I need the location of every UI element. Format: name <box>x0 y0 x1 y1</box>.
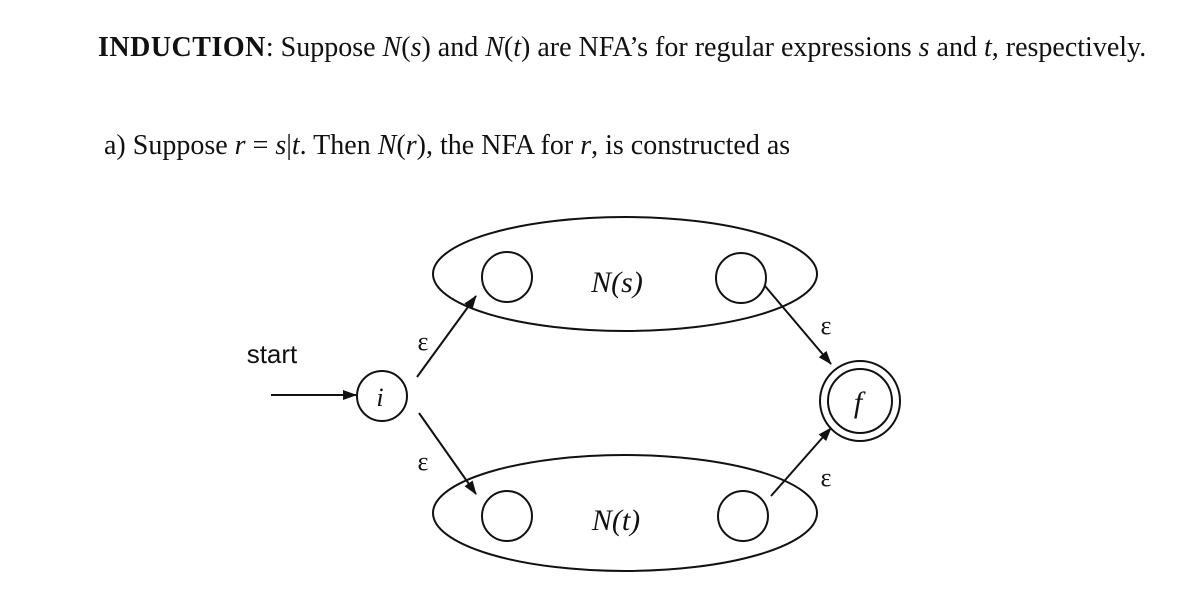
item-a-text-5: t <box>291 130 300 161</box>
final-state-outer <box>819 360 901 442</box>
induction-text-12: , respectively. <box>991 32 1147 63</box>
item-a-text-11: r <box>580 130 592 161</box>
induction-label: INDUCTION <box>98 32 266 63</box>
nfa-s-label: N(s) <box>590 266 643 299</box>
epsilon-edge-i-to-ns <box>416 295 477 378</box>
induction-text-7: t <box>513 32 522 63</box>
induction-text-5: N <box>485 32 504 63</box>
final-state-label: f <box>854 386 866 419</box>
nfa-t-start-state <box>481 490 533 542</box>
item-a-text-10: ), the NFA for <box>416 130 581 161</box>
initial-state-label: i <box>376 383 383 412</box>
induction-text-9: s <box>918 32 930 63</box>
induction-text-8: ) are NFA’s for regular expressions <box>521 32 919 63</box>
nfa-t-ellipse <box>432 454 818 572</box>
epsilon-label-i-ns: ε <box>418 327 429 356</box>
item-a-text-1: r <box>234 130 246 161</box>
item-a-text-2: = <box>245 130 276 161</box>
nfa-s-accept-state <box>715 252 767 304</box>
start-label: start <box>247 339 298 369</box>
induction-text-2: ( <box>401 32 411 63</box>
induction-text-6: ( <box>503 32 514 63</box>
induction-text-0: : Suppose <box>265 32 383 63</box>
item-a-marker: a) <box>104 130 126 161</box>
initial-state <box>356 370 408 422</box>
item-a-text-8: ( <box>396 130 406 161</box>
induction-text-4: ) and <box>421 32 486 63</box>
item-a-text-3: s <box>275 130 287 161</box>
item-a-text-7: N <box>377 130 397 161</box>
induction-text-11: t <box>983 32 992 63</box>
item-a-text-0: Suppose <box>125 130 235 161</box>
epsilon-label-ns-f: ε <box>821 311 832 340</box>
nfa-s-ellipse <box>432 216 818 332</box>
epsilon-edge-i-to-nt <box>418 412 477 495</box>
induction-paragraph: INDUCTION: Suppose N(s) and N(t) are NFA… <box>98 26 1178 69</box>
nfa-t-accept-state <box>717 490 769 542</box>
item-a-text-9: r <box>405 130 417 161</box>
item-a: a) Suppose r = s|t. Then N(r), the NFA f… <box>104 124 790 167</box>
epsilon-edge-ns-to-f <box>764 285 832 365</box>
induction-text-10: and <box>929 32 984 63</box>
epsilon-edge-nt-to-f <box>770 427 832 497</box>
nfa-t-label: N(t) <box>591 504 640 537</box>
final-state-inner <box>827 368 893 434</box>
induction-text-1: N <box>382 32 402 63</box>
induction-text-3: s <box>410 32 422 63</box>
item-a-text-6: . Then <box>299 130 378 161</box>
epsilon-label-i-nt: ε <box>418 447 429 476</box>
nfa-s-start-state <box>481 251 533 303</box>
item-a-text-4: | <box>286 130 292 161</box>
item-a-text-12: , is constructed as <box>591 130 791 161</box>
epsilon-label-nt-f: ε <box>821 463 832 492</box>
